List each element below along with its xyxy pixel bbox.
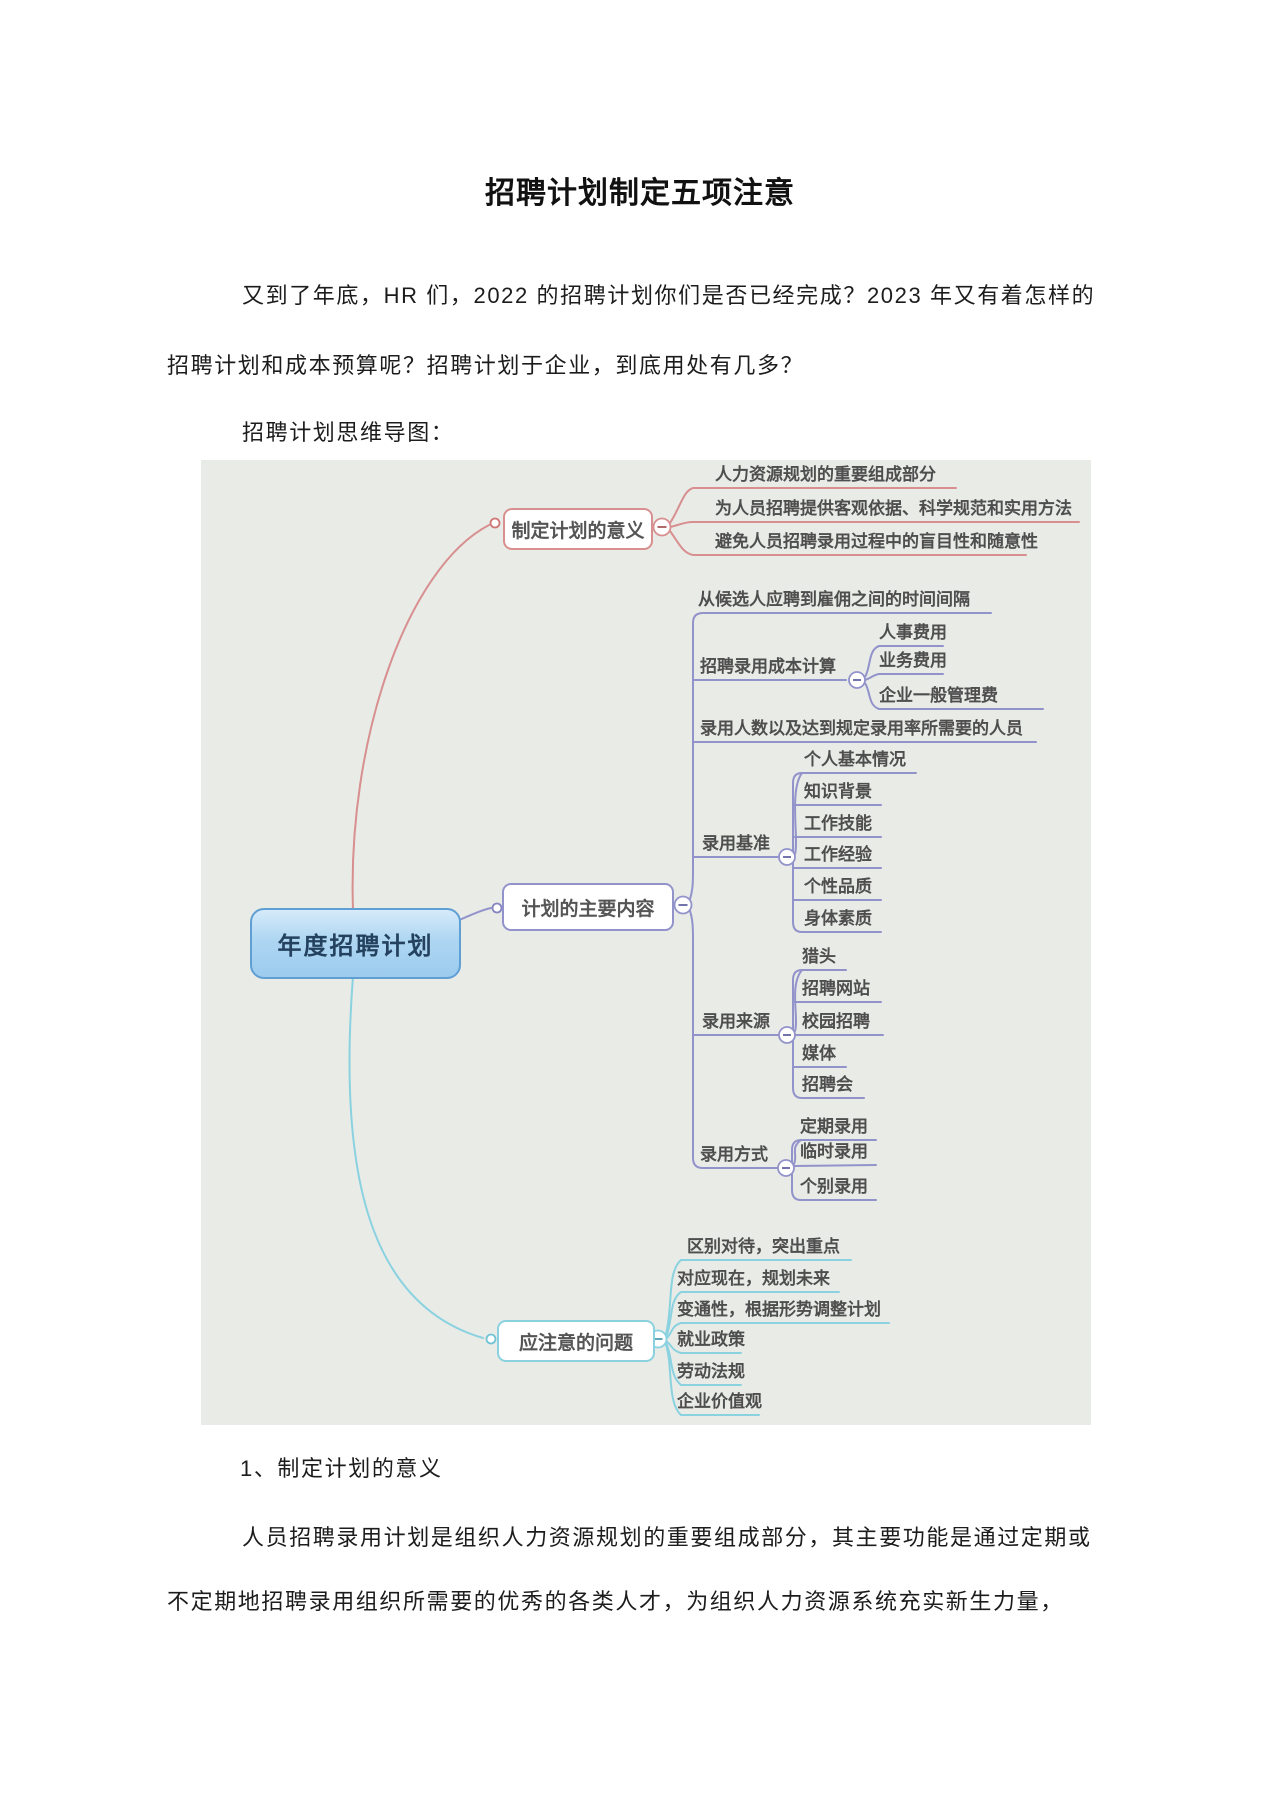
mindmap-leaf: 避免人员招聘录用过程中的盲目性和随意性 (715, 532, 1038, 551)
mindmap-leaf: 招聘网站 (802, 979, 870, 998)
mindmap-leaf: 个人基本情况 (804, 750, 906, 769)
branch3-node: 应注意的问题 (497, 1320, 655, 1362)
mindmap-leaf: 对应现在，规划未来 (677, 1269, 830, 1288)
branch2-node: 计划的主要内容 (502, 883, 674, 931)
section-heading: 1、制定计划的意义 (240, 1456, 443, 1481)
mindmap-leaf: 业务费用 (879, 651, 947, 670)
criteria-collapse-minus-icon (778, 848, 796, 866)
section-paragraph-line2: 不定期地招聘录用组织所需要的优秀的各类人才，为组织人力资源系统充实新生力量， (167, 1589, 1064, 1614)
mindmap-subtopic: 录用方式 (700, 1145, 768, 1164)
page-title: 招聘计划制定五项注意 (485, 177, 795, 210)
mindmap-leaf: 企业价值观 (677, 1392, 762, 1411)
branch2-collapse-minus-icon (673, 895, 693, 915)
mindmap-subtopic: 招聘录用成本计算 (700, 657, 836, 676)
mindmap-leaf: 工作技能 (804, 814, 872, 833)
mindmap-leaf: 个性品质 (804, 877, 872, 896)
mindmap-leaf: 工作经验 (804, 845, 872, 864)
branch1-dot (489, 517, 501, 529)
mindmap-leaf: 变通性，根据形势调整计划 (677, 1300, 881, 1319)
mindmap-leaf: 人力资源规划的重要组成部分 (715, 465, 936, 484)
mindmap-leaf: 就业政策 (677, 1330, 745, 1349)
mindmap-leaf: 媒体 (802, 1044, 836, 1063)
mindmap-subtopic: 从候选人应聘到雇佣之间的时间间隔 (698, 590, 970, 609)
source-collapse-minus-icon (778, 1026, 796, 1044)
mindmap-leaf: 定期录用 (800, 1117, 868, 1136)
mindmap-leaf: 劳动法规 (677, 1362, 745, 1381)
mindmap-leaf: 校园招聘 (802, 1012, 870, 1031)
mindmap-subtopic: 录用人数以及达到规定录用率所需要的人员 (700, 719, 1023, 738)
mindmap-leaf: 企业一般管理费 (879, 686, 998, 705)
branch2-dot (491, 902, 503, 914)
mindmap-leaf: 猎头 (802, 947, 836, 966)
mindmap-leaf: 身体素质 (804, 909, 872, 928)
branch1-collapse-minus-icon (652, 517, 672, 537)
branch2-lines (456, 612, 1044, 1201)
section-paragraph-line1: 人员招聘录用计划是组织人力资源规划的重要组成部分，其主要功能是通过定期或 (242, 1525, 1092, 1550)
mindmap-leaf: 人事费用 (879, 623, 947, 642)
mindmap-leaf: 临时录用 (800, 1142, 868, 1161)
branch3-dot (485, 1333, 497, 1345)
cost-collapse-minus-icon (848, 671, 866, 689)
branch1-node: 制定计划的意义 (503, 508, 653, 550)
figure-caption: 招聘计划思维导图： (242, 420, 455, 445)
intro-paragraph-line2: 招聘计划和成本预算呢？招聘计划于企业，到底用处有几多？ (167, 353, 805, 378)
mindmap-figure[interactable]: 年度招聘计划 制定计划的意义 计划的主要内容 应注意的问题 人力资源规划的重要组… (201, 460, 1091, 1425)
mindmap-connectors (348, 487, 1080, 1416)
mindmap-leaf: 区别对待，突出重点 (687, 1237, 840, 1256)
mindmap-subtopic: 录用来源 (702, 1012, 770, 1031)
mindmap-root-node: 年度招聘计划 (250, 908, 461, 979)
mindmap-leaf: 为人员招聘提供客观依据、科学规范和实用方法 (715, 499, 1072, 518)
branch1-lines (351, 487, 1080, 911)
mindmap-leaf: 招聘会 (802, 1075, 853, 1094)
mindmap-leaf: 个别录用 (800, 1177, 868, 1196)
mindmap-subtopic: 录用基准 (702, 834, 770, 853)
mindmap-leaf: 知识背景 (804, 782, 872, 801)
method-collapse-minus-icon (777, 1159, 795, 1177)
branch3-lines (348, 975, 890, 1416)
intro-paragraph-line1: 又到了年底，HR 们，2022 的招聘计划你们是否已经完成？2023 年又有着怎… (242, 283, 1096, 308)
